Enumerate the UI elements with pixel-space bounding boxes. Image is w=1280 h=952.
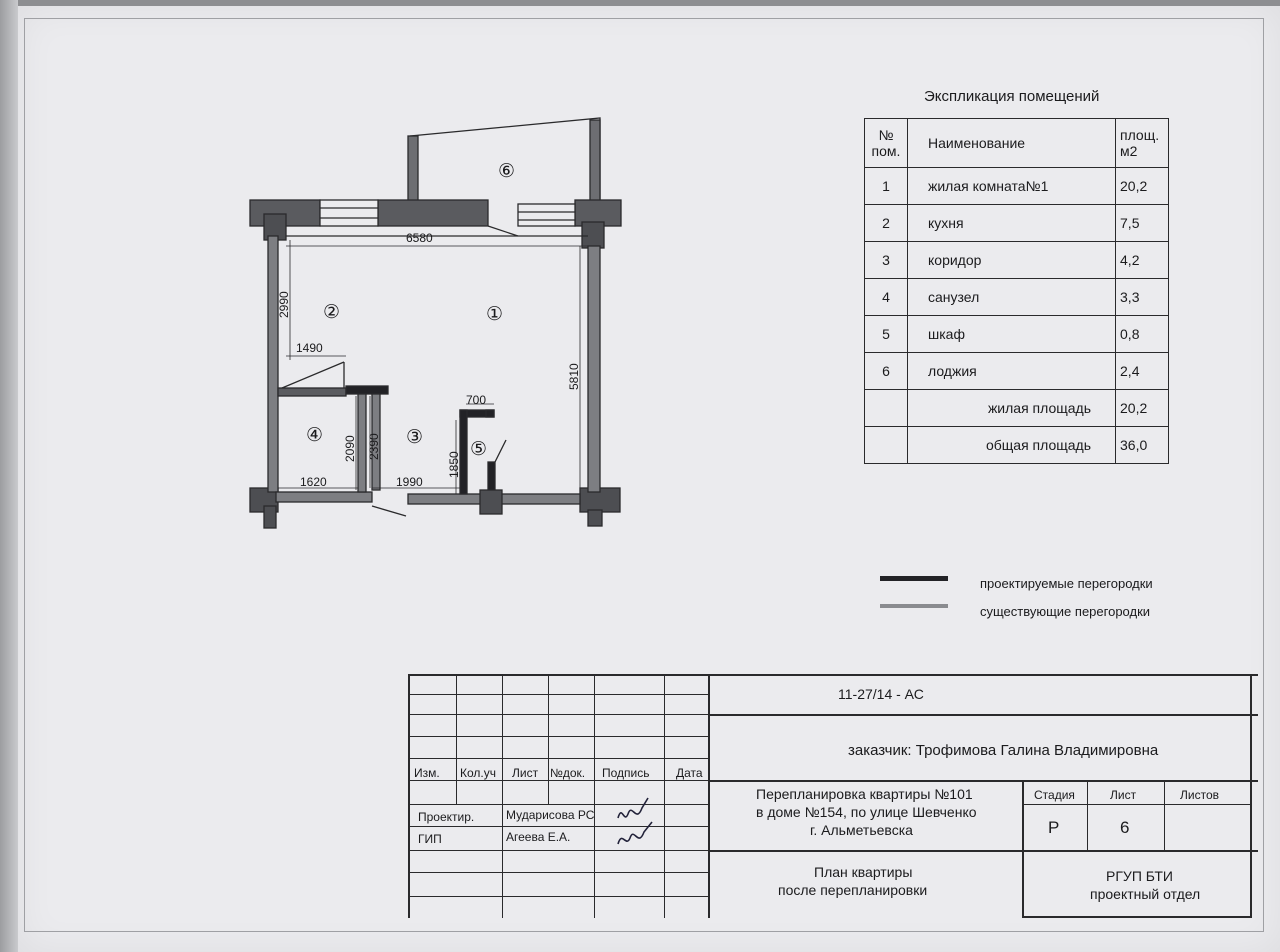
legend-new-label: проектируемые перегородки bbox=[980, 576, 1153, 591]
bath-wall-top bbox=[277, 387, 347, 397]
title-block: 11-27/14 - АС заказчик: Трофимова Галина… bbox=[390, 668, 1258, 918]
table-row: 2 кухня 7,5 bbox=[864, 204, 1169, 242]
legend-existing-swatch bbox=[880, 604, 948, 608]
org-line-2: проектный отдел bbox=[1090, 886, 1201, 902]
room-number-3: ③ bbox=[406, 426, 423, 448]
signatures-icon bbox=[617, 797, 653, 845]
living-area-row: жилая площадь 20,2 bbox=[864, 389, 1169, 427]
col-kol: Кол.уч bbox=[460, 766, 496, 780]
door-balcony bbox=[487, 225, 519, 237]
window-2 bbox=[517, 203, 576, 227]
project-line-3: г. Альметьевска bbox=[810, 822, 913, 838]
loggia-wall-left bbox=[407, 135, 419, 203]
doc-title-line-2: после перепланировки bbox=[778, 882, 928, 898]
legend-new-swatch bbox=[880, 576, 948, 581]
col-podpis: Подпись bbox=[602, 766, 650, 780]
dim-6580: 6580 bbox=[406, 231, 433, 245]
wall-right bbox=[587, 245, 601, 493]
header-area: площ. м2 bbox=[1115, 118, 1169, 168]
legend-existing-label: существующие перегородки bbox=[980, 604, 1151, 619]
role-designer: Проектир. bbox=[418, 810, 475, 824]
bath-wall-right bbox=[357, 393, 367, 493]
dim-2390: 2390 bbox=[367, 433, 381, 460]
wall-left bbox=[267, 235, 279, 493]
col-data: Дата bbox=[676, 766, 703, 780]
window-1 bbox=[319, 199, 379, 227]
room-number-2: ② bbox=[323, 301, 340, 323]
wall-bottom-left bbox=[275, 491, 373, 503]
table-row: 1 жилая комната№1 20,2 bbox=[864, 167, 1169, 205]
header-num: № пом. bbox=[864, 118, 908, 168]
table-row: 3 коридор 4,2 bbox=[864, 241, 1169, 279]
loggia-wall-right bbox=[589, 119, 601, 203]
table-row: 6 лоджия 2,4 bbox=[864, 352, 1169, 390]
table-row: 4 санузел 3,3 bbox=[864, 278, 1169, 316]
header-name: Наименование bbox=[906, 118, 1117, 168]
stage-label: Стадия bbox=[1034, 788, 1075, 802]
org-line-1: РГУП БТИ bbox=[1106, 868, 1173, 884]
col-list: Лист bbox=[512, 766, 539, 780]
designer-name: Мударисова РС bbox=[506, 808, 595, 822]
sheets-label: Листов bbox=[1180, 788, 1219, 802]
room-number-1: ① bbox=[486, 303, 503, 325]
project-line-2: в доме №154, по улице Шевченко bbox=[756, 804, 977, 820]
doc-code: 11-27/14 - АС bbox=[838, 686, 924, 702]
room-number-5: ⑤ bbox=[470, 438, 487, 460]
dim-1490: 1490 bbox=[296, 341, 323, 355]
sheet-value: 6 bbox=[1120, 818, 1130, 837]
doc-title-line-1: План квартиры bbox=[814, 864, 913, 880]
project-line-1: Перепланировка квартиры №101 bbox=[756, 786, 973, 802]
column-tr bbox=[581, 221, 605, 249]
dim-1620: 1620 bbox=[300, 475, 327, 489]
sheet-frame bbox=[24, 18, 1264, 932]
total-area-value: 36,0 bbox=[1115, 426, 1169, 464]
table-header-row: № пом. Наименование площ. м2 bbox=[864, 118, 1169, 168]
door-closet bbox=[494, 439, 507, 463]
wall-top-mid bbox=[377, 199, 489, 227]
new-partition-1 bbox=[345, 385, 389, 395]
total-area-row: общая площадь 36,0 bbox=[864, 426, 1169, 464]
dim-1990: 1990 bbox=[396, 475, 423, 489]
stage-value: Р bbox=[1048, 818, 1060, 837]
room-number-4: ④ bbox=[306, 424, 323, 446]
explication-title: Экспликация помещений bbox=[924, 88, 1100, 105]
dim-700: 700 bbox=[466, 393, 486, 407]
col-ndok: №док. bbox=[550, 766, 586, 780]
dim-5810: 5810 bbox=[567, 363, 581, 390]
sheet-label: Лист bbox=[1110, 788, 1137, 802]
living-area-value: 20,2 bbox=[1115, 389, 1169, 427]
explication-table: № пом. Наименование площ. м2 1 жилая ком… bbox=[864, 118, 1169, 464]
dim-2090: 2090 bbox=[343, 435, 357, 462]
loggia-outline bbox=[409, 117, 601, 200]
page-edge bbox=[0, 0, 18, 952]
dim-2990: 2990 bbox=[277, 291, 291, 318]
table-row: 5 шкаф 0,8 bbox=[864, 315, 1169, 353]
customer-name: заказчик: Трофимова Галина Владимировна bbox=[848, 742, 1159, 759]
closet-left bbox=[459, 409, 468, 495]
room-number-6: ⑥ bbox=[498, 160, 515, 182]
gip-name: Агеева Е.А. bbox=[506, 830, 571, 844]
living-area-label: жилая площадь bbox=[906, 389, 1117, 427]
total-area-label: общая площадь bbox=[906, 426, 1117, 464]
dim-1850: 1850 bbox=[447, 451, 461, 478]
role-gip: ГИП bbox=[418, 832, 442, 846]
door-entrance bbox=[371, 505, 407, 517]
col-izm: Изм. bbox=[414, 766, 440, 780]
